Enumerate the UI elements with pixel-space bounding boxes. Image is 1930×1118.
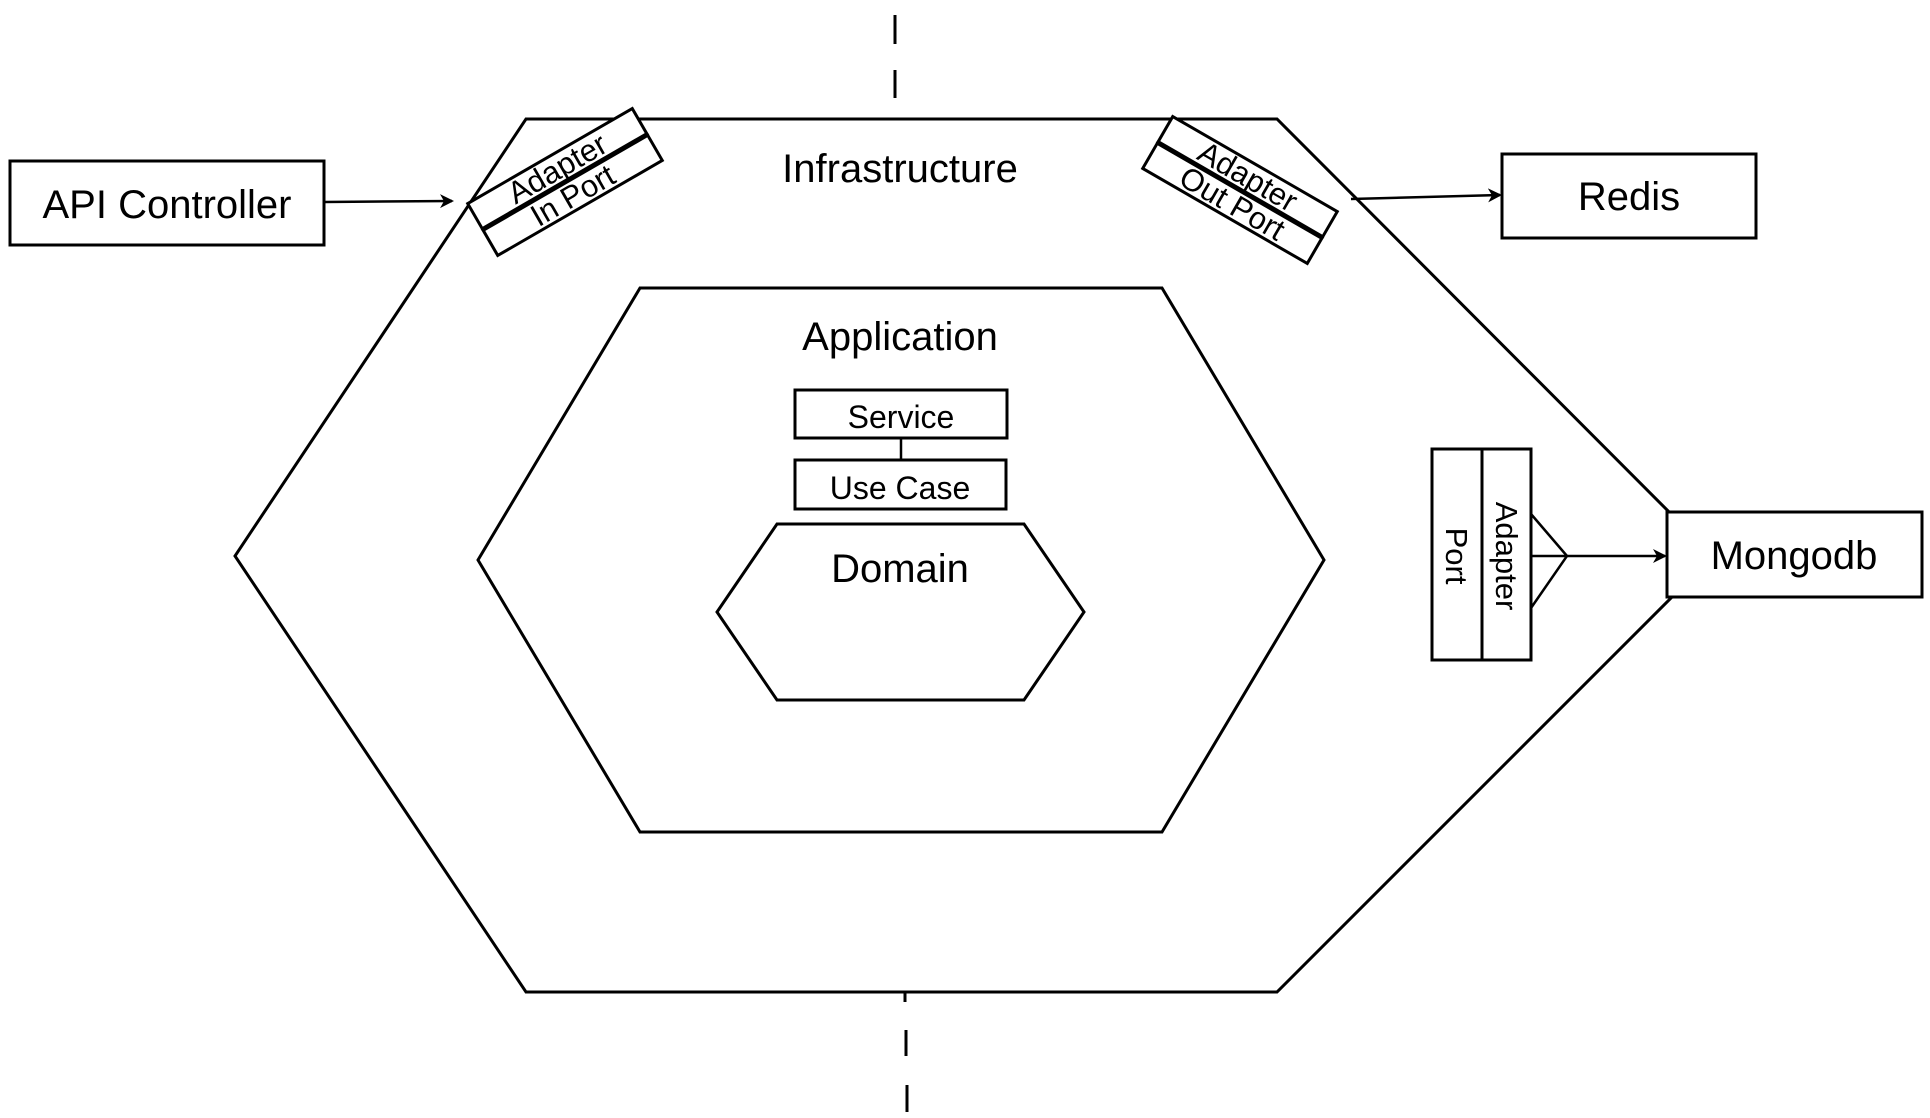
vertical-divider: [893, 15, 909, 1112]
application-label: Application: [802, 315, 998, 359]
infrastructure-hexagon: [233, 117, 1716, 994]
api-controller-label: API Controller: [43, 183, 292, 227]
use-case-label: Use Case: [830, 470, 971, 506]
out-port-adapter: Adapter Out Port: [1140, 114, 1340, 266]
redis-box: [1500, 152, 1758, 240]
db-adapter-label: Adapter: [1489, 502, 1524, 611]
api-to-in-port-arrow: [323, 194, 454, 209]
domain-label: Domain: [831, 547, 969, 591]
db-port-adapter: Adapter Port: [1430, 447, 1569, 662]
db-port-label: Port: [1439, 528, 1474, 585]
in-port-adapter: Adapter In Port: [465, 106, 665, 258]
use-case-box: [793, 458, 1008, 511]
service-label: Service: [848, 399, 955, 435]
domain-hexagon: [715, 522, 1086, 702]
redis-label: Redis: [1578, 175, 1680, 219]
infrastructure-label: Infrastructure: [782, 147, 1018, 191]
mongodb-label: Mongodb: [1711, 534, 1878, 578]
out-port-to-redis-arrow: [1350, 188, 1502, 203]
api-controller-box: [8, 159, 326, 247]
mongodb-box: [1665, 510, 1924, 599]
application-hexagon: [476, 286, 1326, 834]
